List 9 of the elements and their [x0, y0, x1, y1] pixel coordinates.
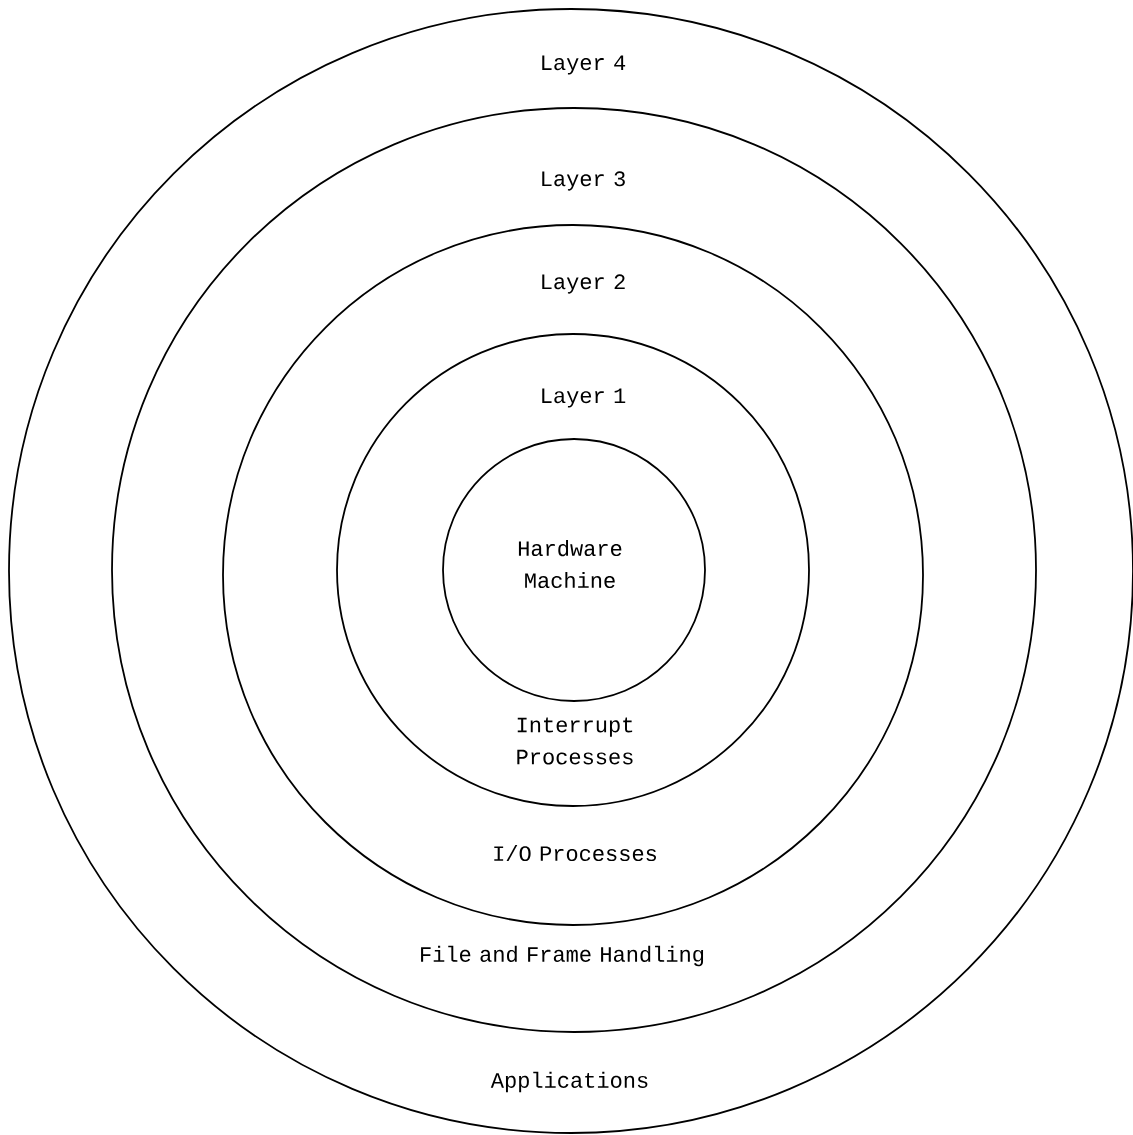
layer-label: Layer 3: [542, 171, 625, 191]
layer-label: File and Frame Handling: [421, 945, 704, 967]
layer-label: I/O Processes: [494, 844, 657, 862]
layer-label: Layer 1: [542, 388, 626, 408]
layer-label: Applications: [490, 1071, 648, 1093]
layer-label: Interrupt Processes: [517, 717, 633, 765]
layer-label: Layer 2: [542, 274, 625, 294]
layer-label: Layer 4: [542, 55, 626, 75]
layer-label: Hardware Machine: [518, 539, 622, 589]
